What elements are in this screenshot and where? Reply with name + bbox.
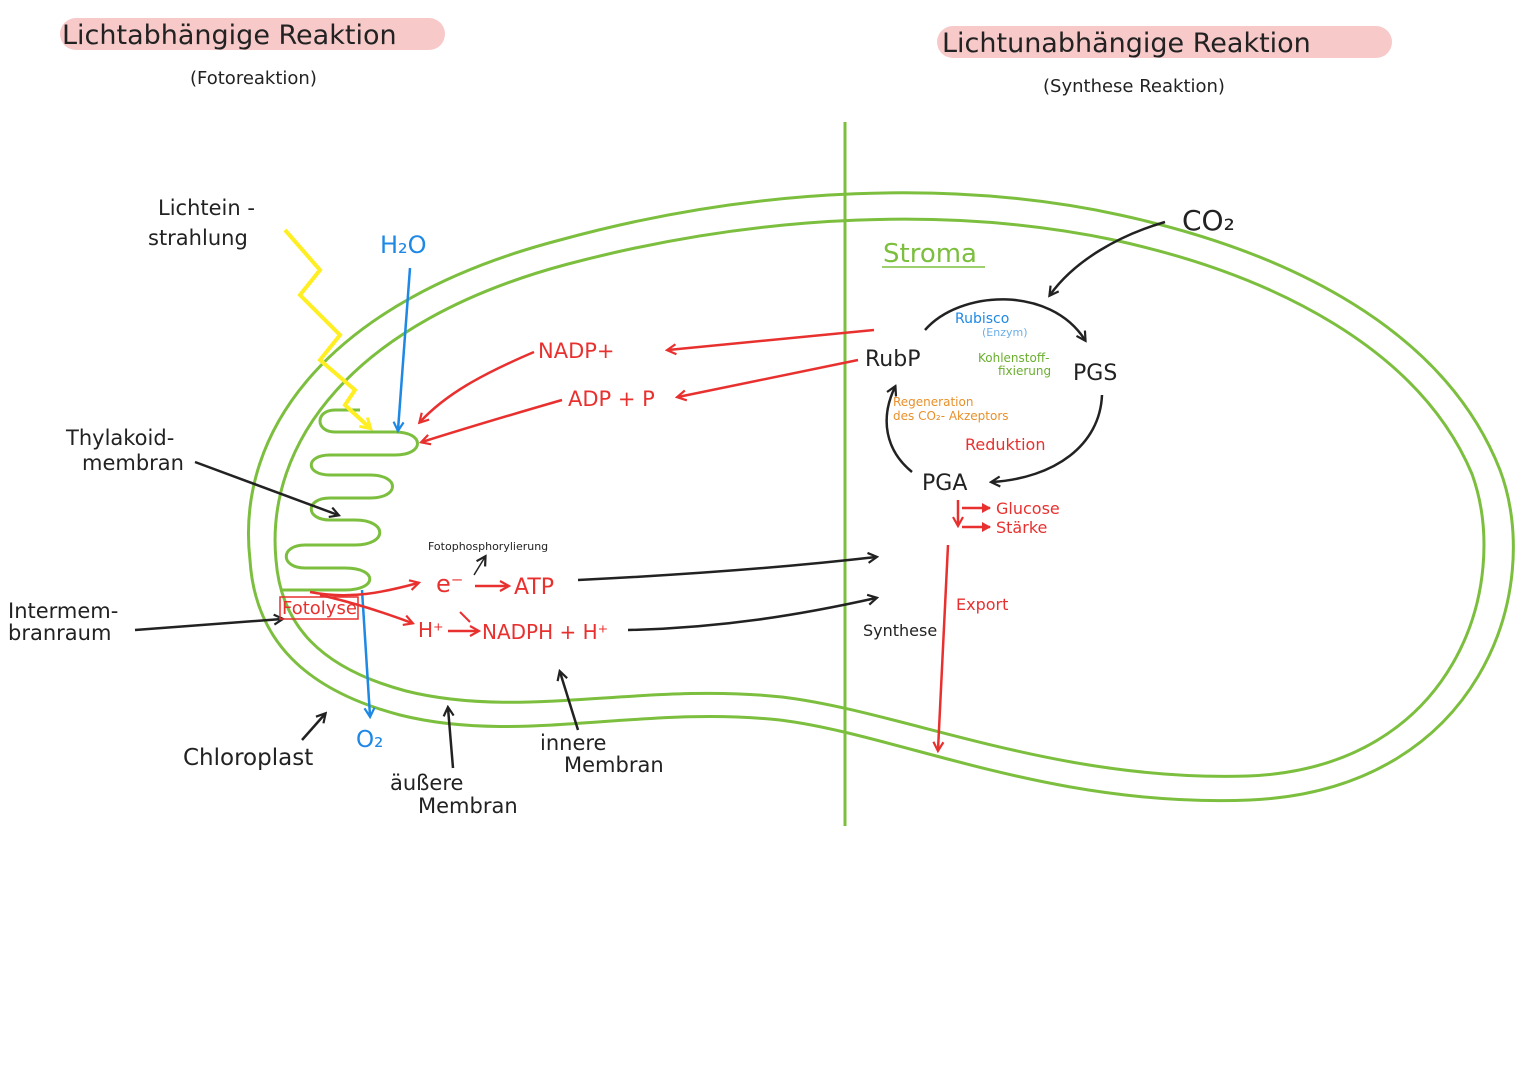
enzyme-label: (Enzym) (982, 326, 1028, 339)
nadp-label: NADP+ (538, 339, 615, 363)
electron-label: e⁻ (436, 570, 463, 598)
photolysis-label: Fotolyse (282, 598, 357, 619)
regeneration-label-line1: Regeneration (893, 395, 973, 409)
atp-label: ATP (514, 575, 554, 600)
photophosphorylation-label: Fotophosphorylierung (428, 540, 548, 553)
left-subtitle: (Fotoreaktion) (190, 68, 317, 89)
adp-to-thylakoid-arrow (422, 398, 563, 442)
synthesis-label: Synthese (863, 621, 937, 640)
rubp-to-adp-arrow (678, 358, 859, 397)
proton-label: H⁺ (418, 618, 444, 642)
thylakoid-membrane-shape (280, 408, 419, 592)
outer-membrane-pointer-arrow (448, 708, 453, 769)
regeneration-arc-arrow (885, 387, 913, 473)
fixation-label-line1: Kohlenstoff- (978, 351, 1049, 365)
intermembrane-label-line1: Intermem- (8, 599, 118, 623)
reduction-label: Reduktion (965, 435, 1045, 454)
photolysis-to-proton-arrow (319, 593, 412, 623)
inner-membrane-shape (273, 217, 1486, 778)
export-label: Export (956, 595, 1008, 614)
co2-label: CO₂ (1182, 204, 1235, 237)
nadph-label: NADPH + H⁺ (482, 620, 608, 644)
water-arrow (398, 267, 412, 430)
intermembrane-pointer-arrow (134, 619, 282, 632)
starch-label: Stärke (996, 518, 1047, 537)
left-title: Lichtabhängige Reaktion (62, 20, 397, 51)
atp-to-stroma-arrow (577, 557, 876, 582)
fixation-arc-arrow (924, 298, 1085, 340)
pgs-label: PGS (1073, 361, 1117, 386)
photolysis-to-electron-arrow (309, 583, 418, 597)
proton-arrow-sub (459, 611, 471, 623)
inner-membrane-label-line1: innere (540, 731, 606, 755)
thylakoid-pointer-arrow (194, 460, 338, 515)
water-label: H₂O (380, 231, 427, 259)
right-subtitle: (Synthese Reaktion) (1043, 76, 1225, 97)
photophosphorylation-pointer (473, 557, 485, 576)
nadph-to-stroma-arrow (627, 598, 876, 632)
glucose-label: Glucose (996, 499, 1060, 518)
light-label-line2: strahlung (148, 226, 248, 250)
thylakoid-label-line1: Thylakoid- (65, 426, 174, 450)
photolysis-box (279, 596, 359, 620)
outer-membrane-label-line2: Membran (418, 794, 518, 818)
fixation-label-line2: fixierung (998, 364, 1051, 378)
export-arrow (938, 544, 950, 750)
outer-membrane-shape (247, 191, 1515, 803)
intermembrane-label-line2: branraum (8, 621, 111, 645)
chloroplast-pointer-arrow (301, 714, 325, 741)
nadp-to-thylakoid-arrow (420, 350, 535, 422)
outer-membrane-label-line1: äußere (390, 771, 463, 795)
right-title: Lichtunabhängige Reaktion (942, 28, 1311, 59)
co2-arrow (1050, 220, 1166, 295)
adp-label: ADP + P (568, 387, 655, 411)
oxygen-arrow (360, 589, 370, 716)
stroma-label: Stroma (883, 239, 977, 269)
light-zigzag-arrow (283, 228, 370, 428)
inner-membrane-pointer-arrow (560, 672, 580, 731)
inner-membrane-label-line2: Membran (564, 753, 664, 777)
left-title-highlight (60, 18, 445, 50)
regeneration-label-line2: des CO₂- Akzeptors (893, 409, 1009, 423)
rubp-to-nadp-arrow (668, 328, 875, 350)
light-label-line1: Lichtein - (158, 196, 255, 220)
rubp-label: RubP (865, 347, 920, 372)
rubisco-label: Rubisco (955, 311, 1009, 327)
right-title-highlight (937, 26, 1392, 58)
chloroplast-label: Chloroplast (183, 745, 313, 771)
thylakoid-label-line2: membran (82, 451, 184, 475)
reduction-arc-arrow (992, 394, 1104, 482)
oxygen-label: O₂ (356, 727, 383, 753)
pga-label: PGA (922, 471, 967, 496)
